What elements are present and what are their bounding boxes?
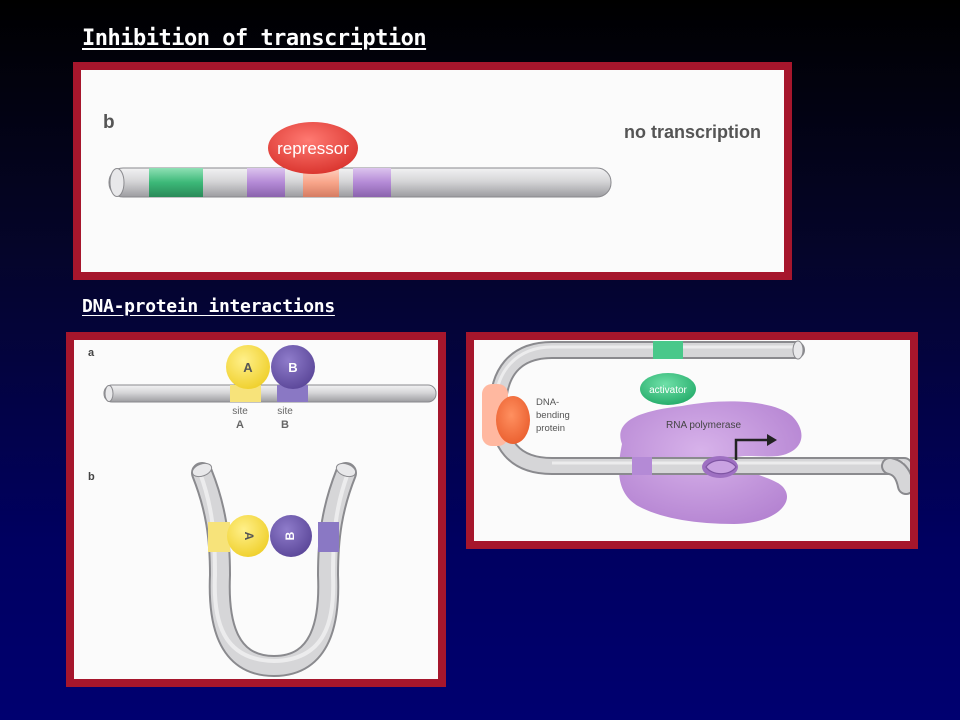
panel-letter-b: b bbox=[103, 112, 115, 133]
activator-protein bbox=[640, 373, 696, 405]
site-b-word: site bbox=[277, 406, 293, 417]
site-b-letter: B bbox=[281, 419, 289, 431]
repression-panel: b no transcription repressor bbox=[73, 62, 792, 280]
purple-site-left bbox=[247, 168, 285, 197]
bending-label-line2: bending bbox=[536, 410, 570, 421]
melted-dna bbox=[705, 459, 737, 475]
dna-bending-protein bbox=[496, 396, 530, 444]
green-site bbox=[149, 168, 203, 197]
panel-letter-b: b bbox=[88, 471, 95, 483]
loop-protein-a-label: A bbox=[242, 532, 256, 541]
dna-end-cap bbox=[109, 168, 125, 197]
repression-diagram: b no transcription repressor bbox=[103, 112, 761, 198]
protein-a bbox=[226, 345, 270, 389]
loop-protein-b-label: B bbox=[283, 531, 297, 540]
purple-site-right bbox=[353, 168, 391, 197]
activation-panel: DNA- bending protein activator RNA polym… bbox=[466, 332, 918, 549]
activation-diagram: DNA- bending protein activator RNA polym… bbox=[482, 340, 910, 524]
repressor-protein bbox=[268, 122, 358, 174]
loop-site-b bbox=[318, 522, 339, 552]
loop-site-a bbox=[208, 522, 230, 552]
heading-dna-protein-interactions: DNA-protein interactions bbox=[82, 296, 335, 317]
dna-end-cap bbox=[104, 385, 114, 402]
bending-label-line1: DNA- bbox=[536, 397, 559, 408]
transcription-start-arrow bbox=[734, 438, 770, 460]
protein-b bbox=[271, 345, 315, 389]
activator-site bbox=[653, 341, 683, 359]
loop-protein-a bbox=[227, 515, 269, 557]
dna-loop bbox=[191, 462, 357, 678]
heading-inhibition-of-transcription: Inhibition of transcription bbox=[82, 26, 427, 51]
protein-sites-panel: a b A B site A site B A B bbox=[66, 332, 446, 687]
activator-label: activator bbox=[649, 385, 687, 396]
rna-polymerase-label: RNA polymerase bbox=[666, 420, 741, 431]
loop-protein-b bbox=[270, 515, 312, 557]
no-transcription-label: no transcription bbox=[624, 122, 761, 142]
site-a-band bbox=[230, 385, 261, 402]
site-b-band bbox=[277, 385, 308, 402]
panel-letter-a: a bbox=[88, 347, 95, 359]
site-a-word: site bbox=[232, 406, 248, 417]
protein-sites-diagram: a b A B site A site B A B bbox=[88, 345, 437, 678]
promoter-site bbox=[632, 457, 652, 475]
repressor-label: repressor bbox=[277, 139, 349, 158]
site-a-letter: A bbox=[236, 419, 244, 431]
protein-b-label: B bbox=[288, 360, 297, 375]
arrow-head-icon bbox=[767, 434, 777, 446]
protein-a-label: A bbox=[243, 360, 253, 375]
bending-label-line3: protein bbox=[536, 423, 565, 434]
dna-strand-straight bbox=[103, 384, 437, 403]
